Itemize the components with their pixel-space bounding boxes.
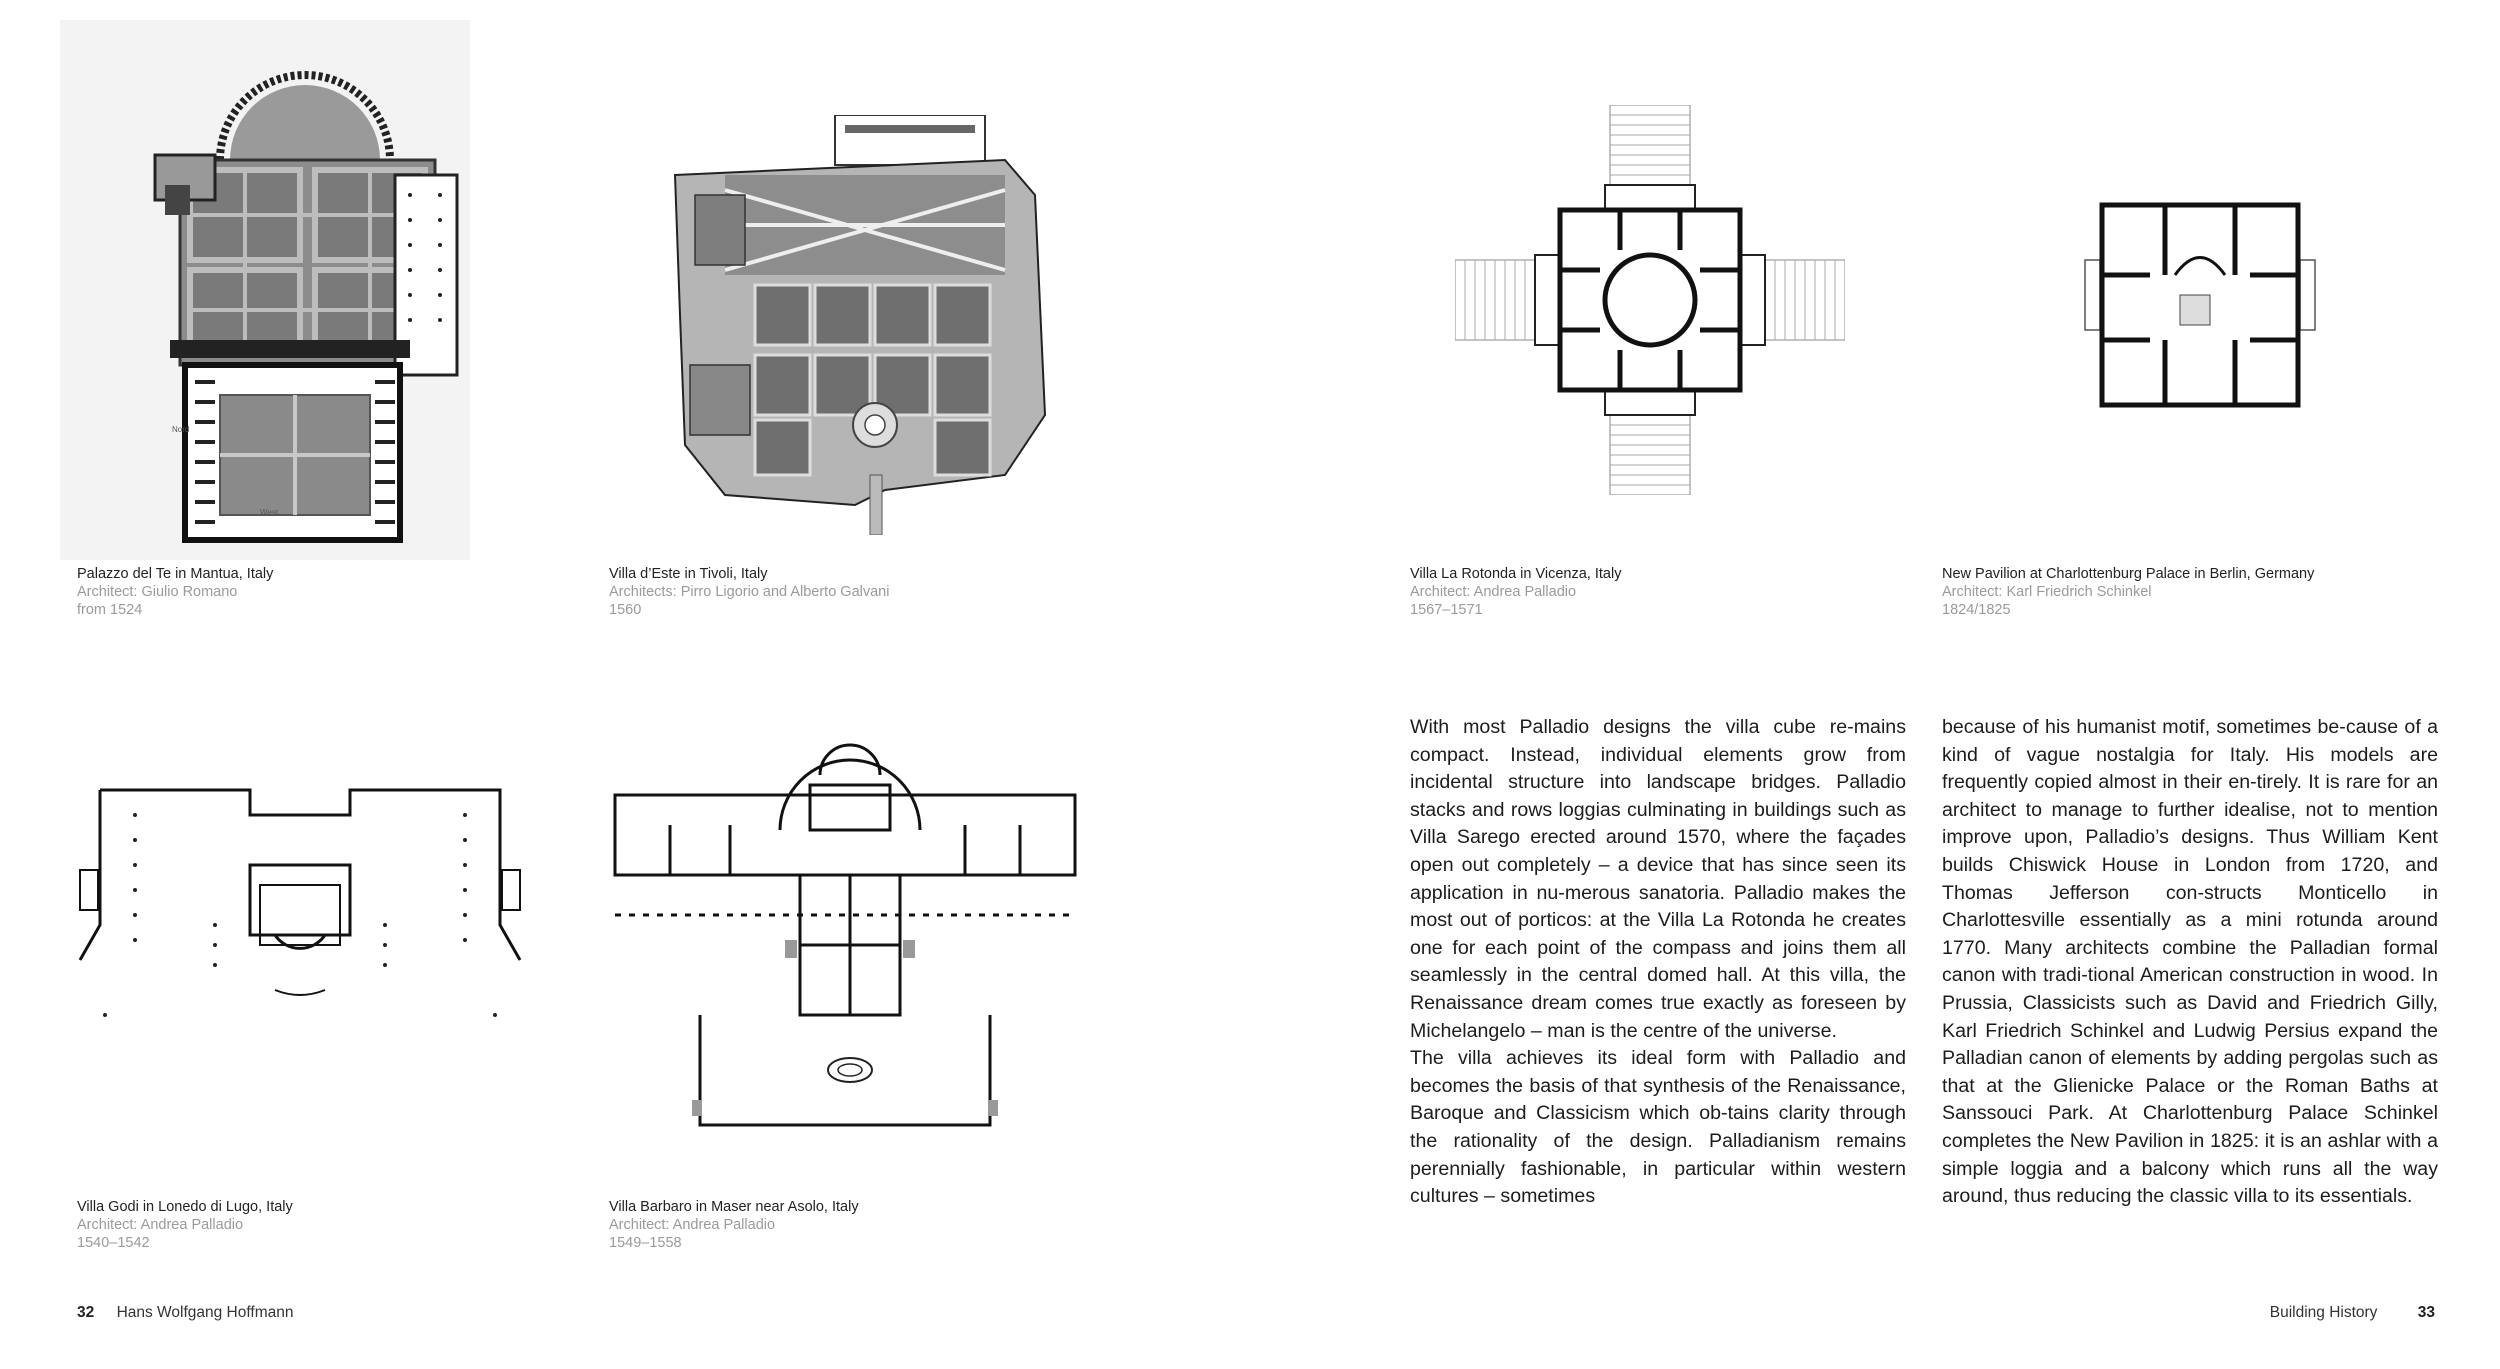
caption-villa-deste: Villa d’Este in Tivoli, Italy Architects…	[609, 565, 889, 619]
caption-title: Villa d’Este in Tivoli, Italy	[609, 566, 768, 582]
caption-palazzo-del-te: Palazzo del Te in Mantua, Italy Architec…	[77, 565, 273, 619]
caption-title: Villa La Rotonda in Vicenza, Italy	[1410, 566, 1622, 582]
caption-date: 1540–1542	[77, 1235, 150, 1251]
plan-new-pavilion	[2080, 200, 2320, 415]
running-head-section: Building History	[2269, 1304, 2378, 1321]
caption-villa-la-rotonda: Villa La Rotonda in Vicenza, Italy Archi…	[1410, 565, 1621, 619]
caption-architect: Architects: Pirro Ligorio and Alberto Ga…	[609, 584, 890, 600]
running-head-author: Hans Wolfgang Hoffmann	[116, 1304, 294, 1321]
label-west: West	[260, 508, 279, 517]
villa-godi-drawing	[78, 788, 522, 1017]
body-paragraph: The villa achieves its ideal form with P…	[1410, 1047, 1906, 1208]
caption-date: from 1524	[77, 602, 143, 618]
caption-title: Villa Barbaro in Maser near Asolo, Italy	[609, 1199, 859, 1215]
palazzo-del-te-drawing: Nord West	[60, 20, 470, 560]
plan-palazzo-del-te: Nord West	[60, 20, 470, 560]
caption-architect: Architect: Giulio Romano	[77, 584, 238, 600]
caption-title: Palazzo del Te in Mantua, Italy	[77, 566, 274, 582]
label-nord: Nord	[172, 425, 189, 434]
caption-architect: Architect: Karl Friedrich Schinkel	[1942, 584, 2152, 600]
plan-villa-godi	[75, 785, 525, 1050]
footer-right: Building History 33	[2270, 1304, 2435, 1322]
body-paragraph: because of his humanist motif, sometimes…	[1942, 716, 2438, 1208]
caption-date: 1824/1825	[1942, 602, 2011, 618]
villa-la-rotonda-drawing	[1455, 105, 1845, 495]
footer-left: 32 Hans Wolfgang Hoffmann	[77, 1304, 293, 1322]
caption-villa-barbaro: Villa Barbaro in Maser near Asolo, Italy…	[609, 1198, 859, 1252]
caption-title: New Pavilion at Charlottenburg Palace in…	[1942, 566, 2315, 582]
caption-date: 1560	[609, 602, 642, 618]
new-pavilion-drawing	[2084, 202, 2316, 408]
body-column-left: With most Palladio designs the villa cub…	[1410, 714, 1906, 1211]
page-number-left: 32	[77, 1304, 95, 1321]
body-paragraph: With most Palladio designs the villa cub…	[1410, 716, 1906, 1042]
caption-architect: Architect: Andrea Palladio	[609, 1217, 776, 1233]
caption-date: 1549–1558	[609, 1235, 682, 1251]
caption-title: Villa Godi in Lonedo di Lugo, Italy	[77, 1199, 293, 1215]
plan-villa-deste	[665, 115, 1050, 535]
caption-architect: Architect: Andrea Palladio	[1410, 584, 1577, 600]
page-number-right: 33	[2417, 1304, 2435, 1321]
villa-barbaro-drawing	[613, 743, 1077, 1127]
body-column-right: because of his humanist motif, sometimes…	[1942, 714, 2438, 1211]
plan-villa-barbaro	[610, 715, 1085, 1130]
villa-deste-drawing	[673, 115, 1047, 535]
caption-architect: Architect: Andrea Palladio	[77, 1217, 244, 1233]
plan-villa-la-rotonda	[1455, 105, 1845, 495]
caption-new-pavilion: New Pavilion at Charlottenburg Palace in…	[1942, 565, 2314, 619]
caption-villa-godi: Villa Godi in Lonedo di Lugo, Italy Arch…	[77, 1198, 293, 1252]
caption-date: 1567–1571	[1410, 602, 1483, 618]
